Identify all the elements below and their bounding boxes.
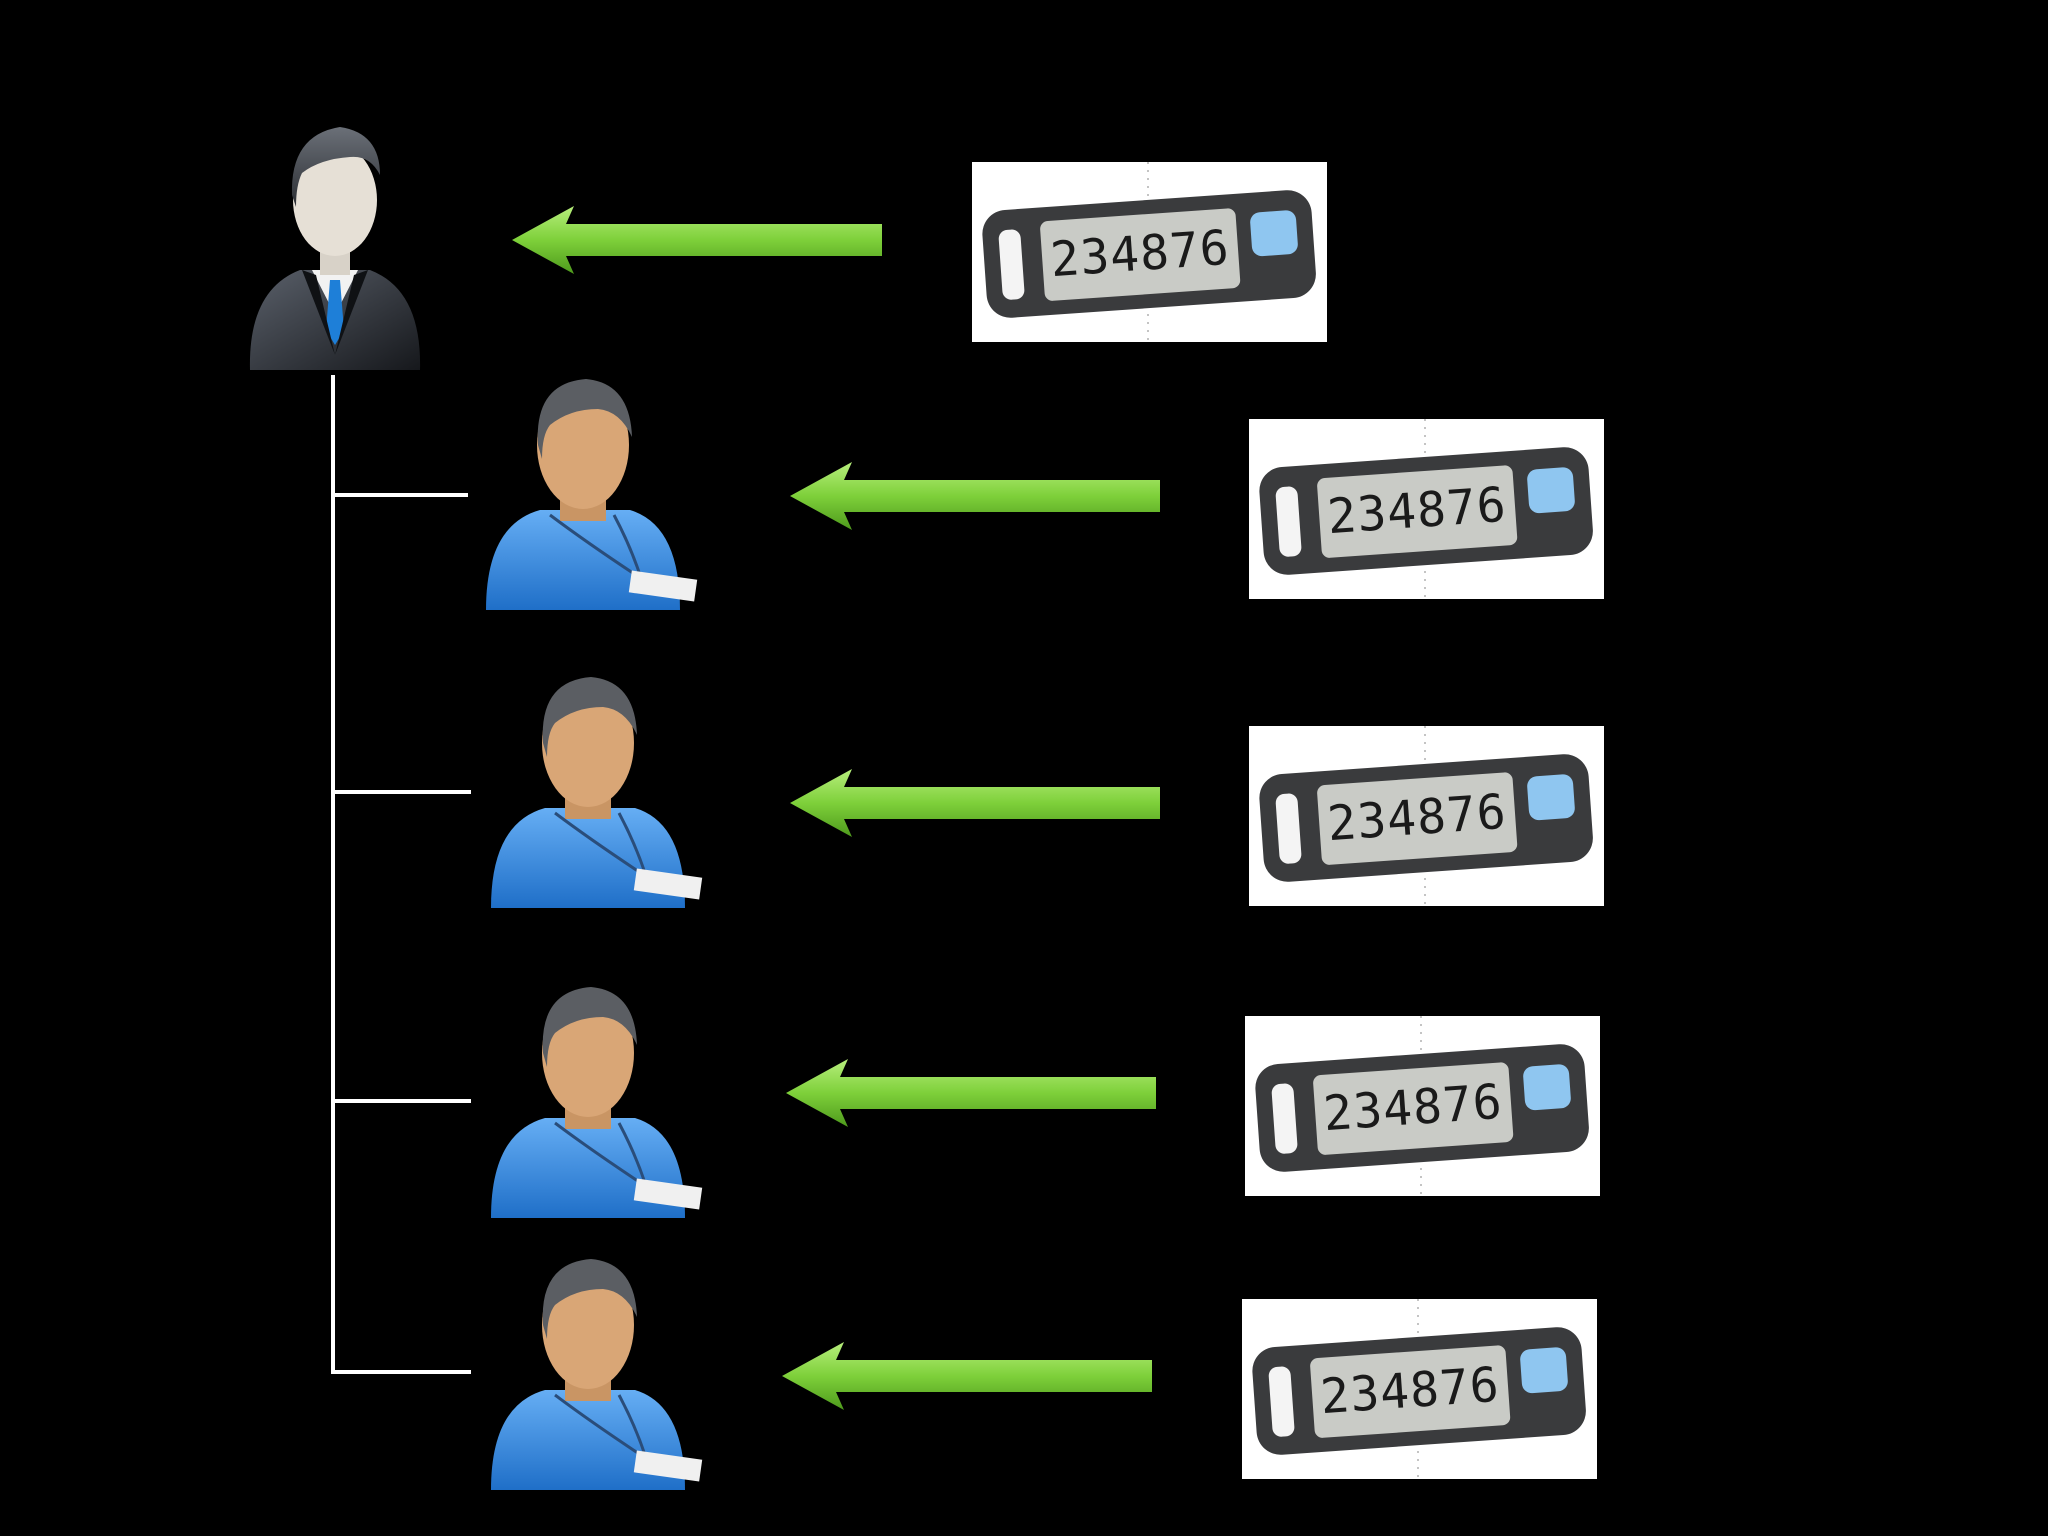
otp-token-icon [1259, 419, 1593, 599]
token-code-layer: 234876 [1319, 1357, 1502, 1425]
token-code-layer: 234876 [1326, 477, 1509, 545]
otp-token-icon [1255, 1016, 1589, 1196]
otp-token-card: 234876 [1242, 1299, 1597, 1479]
otp-token-card: 234876 [972, 162, 1327, 342]
otp-token-icon [1259, 726, 1593, 906]
manager-icon [249, 127, 421, 370]
otp-token-card: 234876 [1249, 419, 1604, 599]
token-code-layer: 234876 [1326, 784, 1509, 852]
otp-token-icon [982, 162, 1316, 342]
otp-token-card: 234876 [1245, 1016, 1600, 1196]
arrow-to-employee [782, 1342, 1152, 1410]
otp-token-card: 234876 [1249, 726, 1604, 906]
arrow-to-employee [786, 1059, 1156, 1127]
token-code: 234876 [1322, 1074, 1505, 1142]
arrow-to-employee [790, 462, 1160, 530]
arrow-to-employee [790, 769, 1160, 837]
employee-icon [491, 1259, 703, 1490]
token-code: 234876 [1326, 784, 1509, 852]
token-code-layer: 234876 [1322, 1074, 1505, 1142]
employee-icon [486, 379, 698, 610]
otp-token-icon [1252, 1299, 1586, 1479]
employee-icon [491, 677, 703, 908]
token-code: 234876 [1049, 220, 1232, 288]
token-code: 234876 [1319, 1357, 1502, 1425]
token-code-layer: 234876 [1049, 220, 1232, 288]
employee-icon [491, 987, 703, 1218]
token-code: 234876 [1326, 477, 1509, 545]
arrow-to-manager [512, 206, 882, 274]
